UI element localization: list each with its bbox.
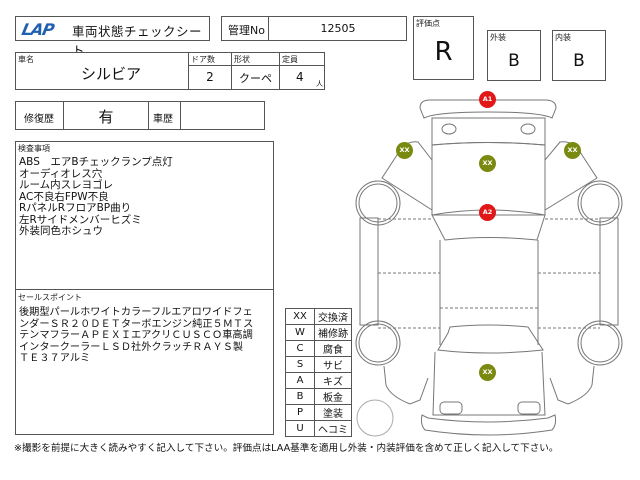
history-box: 修復歴 有 車歴 [15,101,265,130]
inspection-list: ABS エアBチェックランプ点灯 オーディオレス穴 ルーム内スレヨゴレ AC不良… [19,156,173,238]
car-history-label: 車歴 [153,114,173,125]
damage-marker-xx-trunk: XX [479,155,496,172]
sales-point-line: インタークーラーＬＳＤ社外クラッチＲＡＹＳ製 [19,341,244,353]
score-label: 評価点 [416,19,440,28]
vehicle-info-box: 車名 シルビア ドア数 2 形状 クーペ 定員 4 人 [15,52,325,90]
damage-marker-xx-rear-left: XX [396,142,413,159]
inspection-line: 外装同色ホシュウ [19,225,103,237]
sheet-title-box: LAP 車両状態チェックシート [15,16,210,58]
inspection-line: AC不良右FPW不良 [19,190,109,203]
car-name-label: 車名 [18,55,34,64]
sales-point-line: ンダーＳＲ２０ＤＥＴターボエンジン純正５ＭＴス [19,318,254,330]
capacity-value: 4 [296,70,304,84]
inspection-line: RパネルRフロアBP曲り [19,202,132,214]
doors-value: 2 [206,70,214,84]
doors-label: ドア数 [191,55,215,64]
doors-cell: ドア数 2 [188,53,231,89]
capacity-cell: 定員 4 人 [279,53,325,89]
inspection-line: オーディオレス穴 [19,167,103,180]
sales-points-list: 後期型パールホワイトカラーフルエアロワイドフェ ンダーＳＲ２０ＤＥＴターボエンジ… [19,307,253,365]
shape-value: クーペ [239,72,272,85]
inspection-label: 検査事項 [18,144,50,153]
score-value: R [434,37,453,67]
sales-point-line: 後期型パールホワイトカラーフルエアロワイドフェ [19,307,253,318]
management-no-value: 12505 [320,22,356,35]
management-no-cell: 12505 [268,17,407,40]
exterior-value: B [508,51,520,71]
sales-points-label: セールスポイント [18,293,82,302]
shape-label: 形状 [234,55,250,64]
management-no-label: 管理No [228,24,265,37]
repair-history-value: 有 [98,108,114,126]
repair-history-label: 修復歴 [24,114,54,125]
car-name-value: シルビア [81,65,142,83]
footer-note: ※撮影を前提に大きく読みやすく記入して下さい。評価点はLAA基準を適用し外装・内… [14,443,559,454]
interior-box: 内装 B [552,30,606,81]
exterior-label: 外装 [490,33,506,42]
shape-cell: 形状 クーペ [231,53,279,89]
car-damage-diagram [355,99,623,437]
management-no-box: 管理No 12505 [221,16,407,41]
inspection-line: ABS エアBチェックランプ点灯 [19,156,173,168]
damage-marker-a2: A2 [479,204,496,221]
capacity-label: 定員 [282,55,298,64]
inspection-line: ルーム内スレヨゴレ [19,179,114,191]
capacity-unit: 人 [316,80,323,88]
damage-marker-xx-rear-right: XX [564,142,581,159]
notes-box: 検査事項 ABS エアBチェックランプ点灯 オーディオレス穴 ルーム内スレヨゴレ… [15,141,274,435]
exterior-box: 外装 B [487,30,541,81]
inspection-line: 左Rサイドメンバーヒズミ [19,213,142,226]
interior-value: B [573,51,585,71]
damage-marker-xx-hood: XX [479,364,496,381]
lap-logo: LAP [19,20,56,39]
sales-point-line: テンマフラーＡＰＥＸＩエアクリＣＵＳＣＯ車高調 [19,330,253,341]
score-box: 評価点 R [413,16,474,80]
sales-point-line: ＴＥ３７アルミ [19,353,91,364]
section-divider [16,289,273,290]
interior-label: 内装 [555,33,571,42]
damage-marker-a1: A1 [479,91,496,108]
